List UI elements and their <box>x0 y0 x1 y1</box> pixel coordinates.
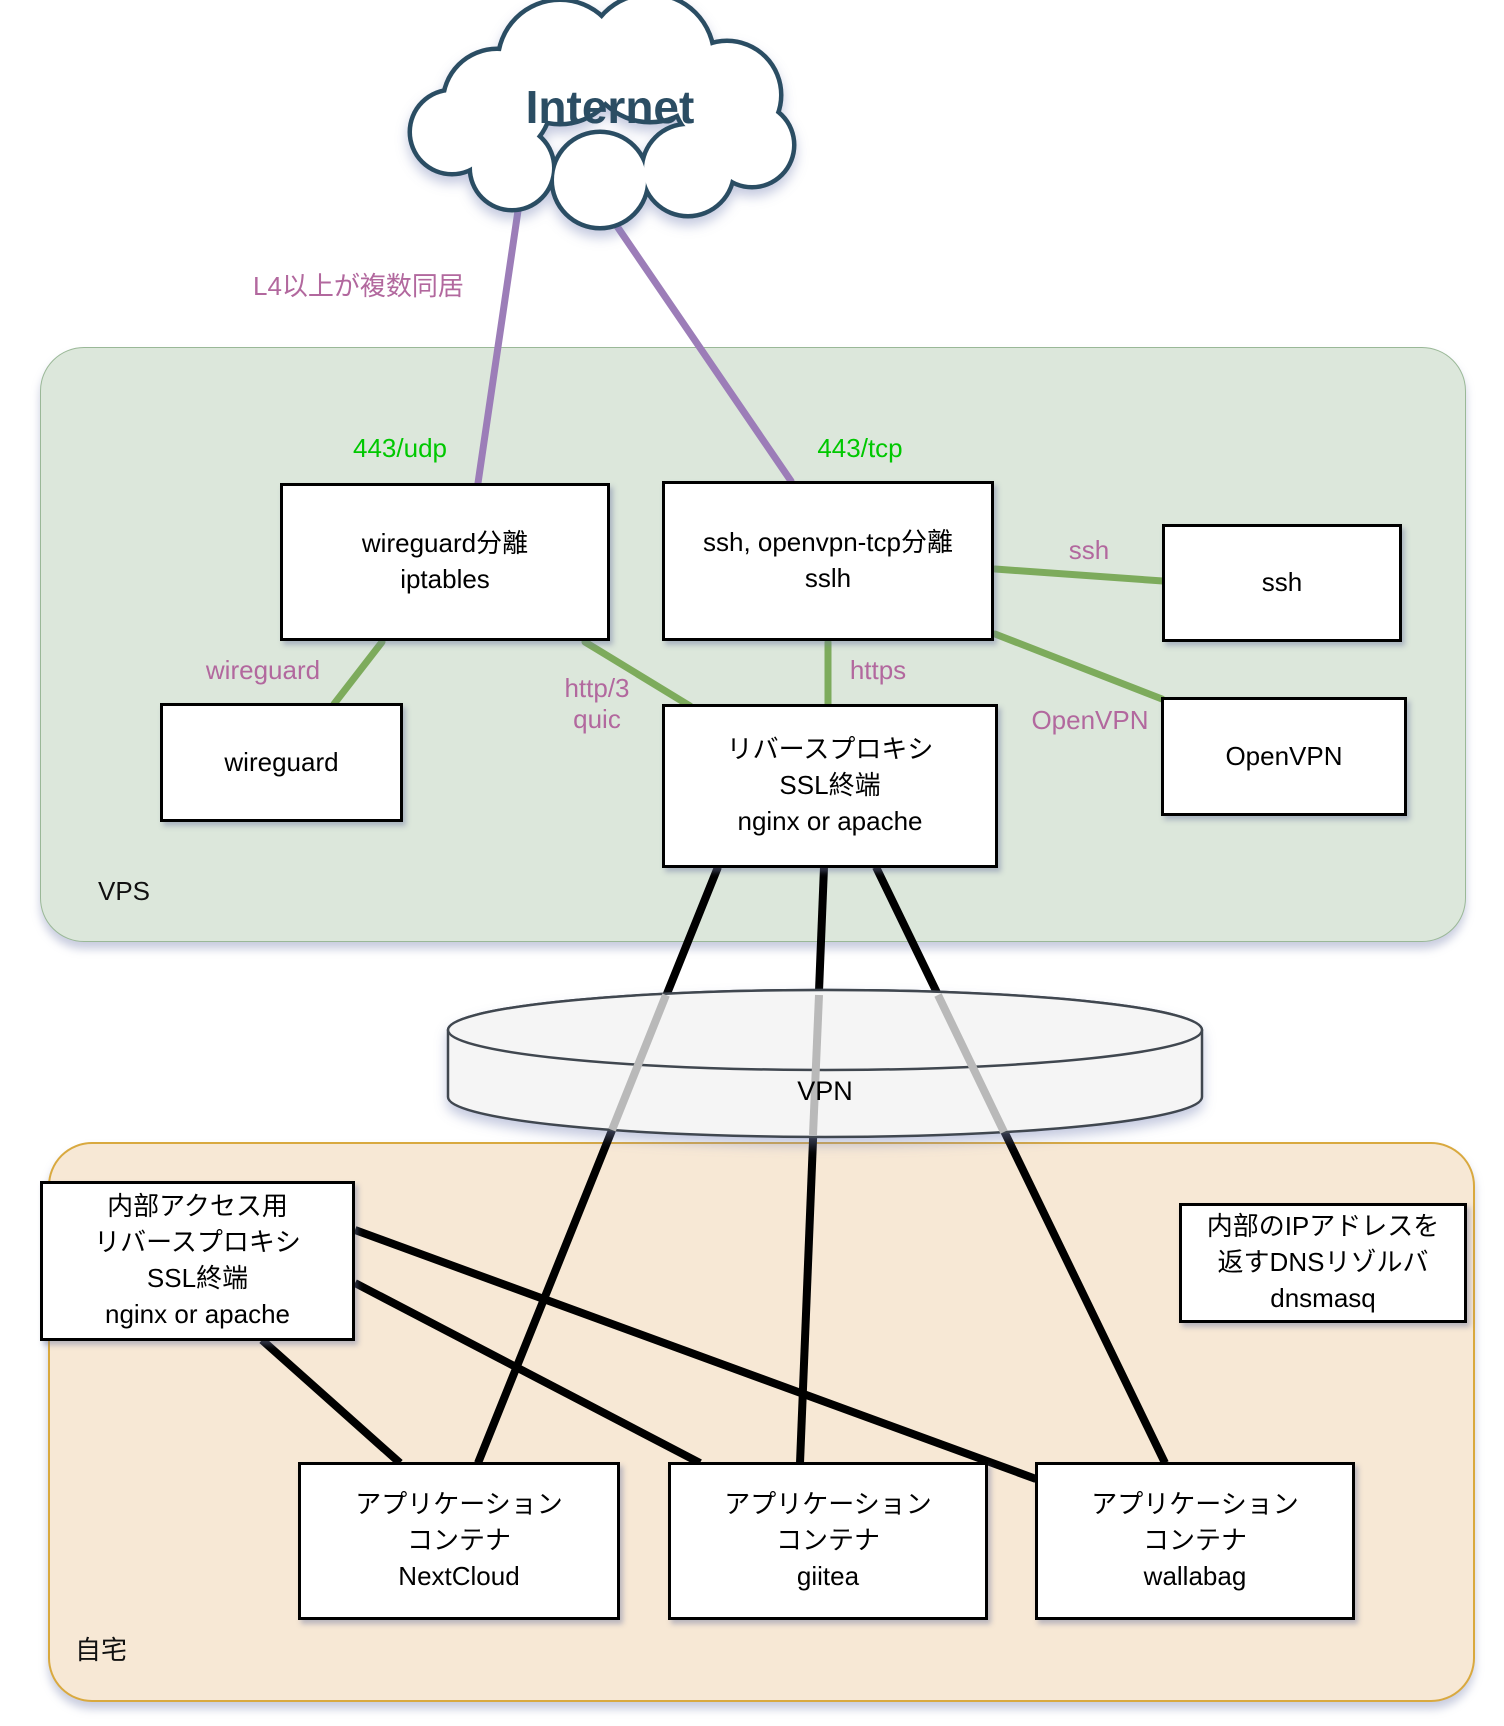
internet-cloud-icon <box>407 0 797 231</box>
node-line: アプリケーション <box>355 1489 563 1520</box>
edge-internalproxy-giitea <box>353 1279 702 1467</box>
edge-segment-in-vpn-right <box>934 993 1008 1134</box>
edge-iptables-rproxy <box>581 638 694 710</box>
node-line: ssh, openvpn-tcp分離 <box>702 527 953 558</box>
node-line: dnsmasq <box>1270 1282 1376 1313</box>
edge-label-443udp: 443/udp <box>353 433 447 463</box>
node-line: wireguard分離 <box>361 528 529 559</box>
node-line: giitea <box>796 1560 860 1591</box>
node-line: nginx or apache <box>737 805 923 836</box>
edge-iptables-wireguard <box>330 638 386 708</box>
node-line: コンテナ <box>1142 1525 1247 1556</box>
edge-label-wireguard: wireguard <box>205 655 321 685</box>
edge-label-quic: quic <box>573 704 621 734</box>
edge-internet-sslh <box>593 193 795 485</box>
node-line: アプリケーション <box>1091 1489 1299 1520</box>
edge-label-https: https <box>849 655 907 685</box>
node-ssh: ssh <box>1162 524 1402 642</box>
node-line: sslh <box>804 563 852 593</box>
node-app-giitea: アプリケーション コンテナ giitea <box>668 1462 988 1620</box>
node-sslh: ssh, openvpn-tcp分離 sslh <box>662 481 994 641</box>
node-line: wireguard <box>224 746 339 777</box>
node-line: リバースプロキシ <box>726 734 934 765</box>
edge-label-http3-quic: http/3 quic <box>527 673 667 735</box>
vpn-cylinder <box>446 988 1204 1139</box>
node-line: コンテナ <box>406 1525 511 1556</box>
node-line: NextCloud <box>398 1560 520 1591</box>
edge-label-ssh: ssh <box>1068 535 1110 565</box>
node-line: 内部のIPアドレスを <box>1206 1211 1440 1242</box>
edge-sslh-ssh <box>991 565 1167 585</box>
edge-sslh-openvpn <box>991 630 1166 703</box>
edge-segment-in-vpn-center <box>809 994 823 1136</box>
node-reverse-proxy: リバースプロキシ SSL終端 nginx or apache <box>662 704 998 868</box>
edge-segment-in-vpn-left <box>608 993 670 1132</box>
edge-label-l4: L4以上が複数同居 <box>253 271 464 301</box>
node-app-nextcloud: アプリケーション コンテナ NextCloud <box>298 1462 620 1620</box>
edge-label-http3: http/3 <box>564 673 630 703</box>
edge-internalproxy-nextcloud <box>259 1337 403 1466</box>
node-dns-resolver: 内部のIPアドレスを 返すDNSリゾルバ dnsmasq <box>1179 1203 1467 1323</box>
edge-rproxy-giitea <box>796 866 828 1464</box>
vpn-cylinder-label: VPN <box>797 1076 853 1106</box>
edge-label-443tcp: 443/tcp <box>817 433 903 463</box>
node-wireguard: wireguard <box>160 703 403 822</box>
edge-internalproxy-wallabag <box>353 1226 1038 1483</box>
node-line: wallabag <box>1143 1560 1247 1591</box>
edge-rproxy-wallabag <box>872 865 1169 1465</box>
node-line: 内部アクセス用 <box>107 1191 288 1222</box>
edge-label-openvpn: OpenVPN <box>1031 705 1149 735</box>
node-line: iptables <box>400 564 490 594</box>
home-area-label: 自宅 <box>75 1635 128 1665</box>
node-line: ssh <box>1261 567 1303 598</box>
vps-area-label: VPS <box>98 876 151 906</box>
node-openvpn: OpenVPN <box>1161 697 1407 816</box>
node-line: コンテナ <box>775 1525 880 1556</box>
edge-rproxy-nextcloud <box>474 865 722 1465</box>
node-app-wallabag: アプリケーション コンテナ wallabag <box>1035 1462 1355 1620</box>
edge-internet-iptables <box>474 193 524 487</box>
node-line: SSL終端 <box>146 1263 249 1293</box>
node-line: 返すDNSリゾルバ <box>1217 1247 1429 1278</box>
internet-cloud-label: Internet <box>525 81 695 133</box>
node-line: OpenVPN <box>1225 740 1343 771</box>
node-line: リバースプロキシ <box>94 1227 301 1258</box>
node-line: アプリケーション <box>724 1489 932 1520</box>
node-line: SSL終端 <box>779 770 881 801</box>
node-line: nginx or apache <box>104 1298 291 1329</box>
node-internal-reverse-proxy: 内部アクセス用 リバースプロキシ SSL終端 nginx or apache <box>40 1181 355 1341</box>
node-wireguard-split-iptables: wireguard分離 iptables <box>280 483 610 641</box>
